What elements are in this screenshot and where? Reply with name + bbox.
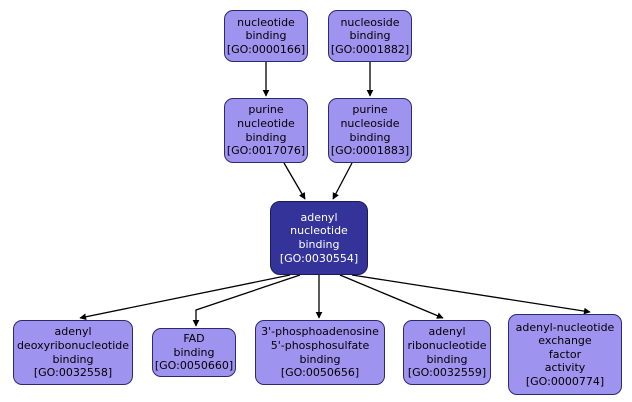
go-node-go0001882[interactable]: nucleoside binding[GO:0001882] — [328, 10, 412, 62]
go-node-id: [GO:0032558] — [33, 366, 113, 380]
go-node-label: adenyl nucleotide binding — [290, 210, 348, 251]
go-node-label: nucleoside binding — [340, 15, 400, 43]
go-node-id: [GO:0050656] — [280, 366, 360, 380]
edge-GO0030554-to-GO0032559 — [339, 274, 444, 319]
go-node-id: [GO:0000166] — [226, 42, 306, 56]
go-node-go0000774[interactable]: adenyl-nucleotide exchange factor activi… — [508, 314, 622, 395]
go-node-id: [GO:0030554] — [279, 251, 359, 265]
go-node-id: [GO:0032559] — [407, 366, 487, 380]
go-node-go0032559[interactable]: adenyl ribonucleotide binding[GO:0032559… — [403, 320, 491, 385]
go-node-go0001883[interactable]: purine nucleoside binding[GO:0001883] — [328, 98, 412, 163]
go-node-label: FAD binding — [173, 332, 215, 359]
go-node-id: [GO:0017076] — [226, 144, 306, 158]
go-node-go0017076[interactable]: purine nucleotide binding[GO:0017076] — [224, 98, 308, 163]
go-node-id: [GO:0001883] — [330, 144, 410, 158]
go-node-go0032558[interactable]: adenyl deoxyribonucleotide binding[GO:00… — [13, 320, 133, 385]
go-node-label: adenyl-nucleotide exchange factor activi… — [515, 320, 615, 375]
go-node-go0050660[interactable]: FAD binding[GO:0050660] — [152, 328, 236, 377]
go-node-label: adenyl ribonucleotide binding — [407, 325, 487, 366]
edge-GO0001883-to-GO0030554 — [332, 162, 353, 200]
go-node-go0030554[interactable]: adenyl nucleotide binding[GO:0030554] — [270, 201, 368, 275]
go-node-id: [GO:0050660] — [154, 359, 234, 373]
go-node-go0050656[interactable]: 3'-phosphoadenosine 5'-phosphosulfate bi… — [255, 320, 385, 385]
go-node-label: nucleotide binding — [237, 15, 295, 43]
edge-GO0030554-to-GO0032558 — [79, 274, 291, 321]
go-node-label: purine nucleoside binding — [340, 103, 400, 144]
go-node-id: [GO:0000774] — [525, 374, 605, 388]
go-node-go0000166[interactable]: nucleotide binding[GO:0000166] — [224, 10, 308, 62]
go-node-label: purine nucleotide binding — [237, 103, 295, 144]
go-node-id: [GO:0001882] — [330, 42, 410, 56]
edge-GO0030554-to-GO0000774 — [351, 274, 591, 315]
edge-GO0017076-to-GO0030554 — [283, 162, 306, 200]
go-node-label: 3'-phosphoadenosine 5'-phosphosulfate bi… — [261, 325, 379, 366]
edge-GO0030554-to-GO0050660 — [192, 274, 301, 327]
go-node-label: adenyl deoxyribonucleotide binding — [16, 325, 130, 366]
